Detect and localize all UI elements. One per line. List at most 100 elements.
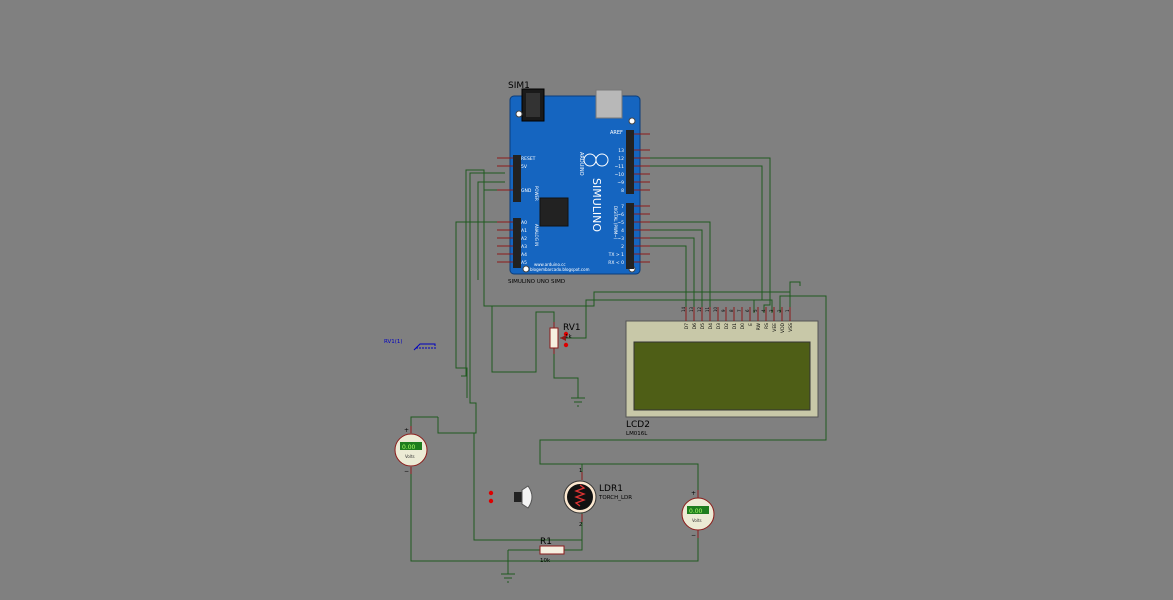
pot-state-dot — [563, 331, 569, 337]
arduino-tag: ARDUINO — [578, 152, 584, 176]
wire-r1-b[interactable] — [564, 540, 583, 551]
lcd-pin-number: 10 — [713, 306, 718, 312]
lcd-pin-label: D6 — [692, 323, 698, 329]
ldr-sensor[interactable]: 1 2 — [563, 468, 597, 528]
lcd-pin-number: 4 — [761, 309, 766, 312]
wire-vee[interactable] — [560, 299, 773, 339]
wire-a0[interactable] — [455, 221, 505, 398]
lcd-pin-label: D4 — [708, 323, 714, 329]
wire-meter1-neg[interactable] — [410, 467, 699, 562]
torch-state-dot — [488, 490, 494, 496]
lcd-pin-label: D5 — [700, 323, 706, 329]
wire-meter2-top[interactable] — [582, 463, 699, 490]
lcd-pin-label: VDD — [780, 322, 786, 333]
lcd-pin-label: RW — [756, 322, 762, 330]
digital-pin-label: 13 — [618, 148, 624, 154]
arduino-logo-icon — [595, 153, 609, 167]
wire-group — [410, 157, 827, 574]
lcd-pin-label: D0 — [740, 323, 746, 329]
resistor-value: 10k — [540, 558, 551, 564]
arduino-logo: SIMULINO — [590, 178, 603, 232]
lcd-pin-label: VSS — [788, 323, 794, 332]
wire-d3-d6[interactable] — [650, 237, 695, 313]
mounting-hole — [515, 110, 523, 118]
potentiometer[interactable] — [549, 322, 569, 354]
pot-state-dot — [563, 342, 569, 348]
lcd-model: LM016L — [626, 431, 648, 437]
voltmeter-reading: 0.00 — [402, 444, 416, 451]
arduino-website-2: blogembarcado.blogspot.com — [530, 267, 590, 272]
voltmeter-minus: − — [404, 468, 409, 475]
lcd-pin-number: 11 — [705, 306, 710, 312]
ground-symbol — [571, 397, 585, 407]
wire-ldr-bottom[interactable] — [473, 433, 583, 541]
header-digital-top — [626, 130, 634, 194]
digital-pin-label: 12 — [618, 156, 624, 162]
analog-pin-label: A4 — [521, 252, 527, 258]
wire-meter1-top[interactable] — [410, 416, 438, 433]
voltmeter-1[interactable]: 0.00 Volts + − — [394, 426, 428, 475]
wire-vdd[interactable] — [539, 295, 827, 474]
voltage-probe[interactable]: RV1(1) — [384, 339, 436, 351]
digital-pin-label: ~5 — [617, 220, 624, 226]
lcd-pin-number: 7 — [737, 309, 742, 312]
wire-gnd-b[interactable] — [461, 169, 485, 377]
digital-pin-label: RX < 0 — [608, 260, 624, 266]
digital-pin-label: 4 — [621, 228, 624, 234]
voltmeter-display — [400, 442, 422, 450]
resistor-ref: R1 — [540, 537, 552, 547]
wire-pot-top[interactable] — [491, 306, 555, 373]
digital-pin-label: ~10 — [615, 172, 625, 178]
lcd-ref: LCD2 — [626, 420, 650, 430]
microcontroller-chip — [539, 197, 569, 227]
wire-d12-rs[interactable] — [650, 157, 771, 313]
wire-d2-d7[interactable] — [650, 245, 687, 313]
usb-connector — [595, 89, 623, 119]
wire-d5-d4[interactable] — [650, 221, 711, 313]
lcd-pin-label: D3 — [716, 323, 722, 329]
lcd-pins[interactable] — [685, 307, 791, 321]
lcd-pin-number: 12 — [697, 306, 702, 312]
mounting-hole — [522, 265, 530, 273]
lcd-pin-number: 8 — [729, 309, 734, 312]
resistor-r1[interactable] — [539, 545, 565, 555]
lcd-pin-number: 2 — [777, 309, 782, 312]
lcd-pin-label: D7 — [684, 323, 690, 329]
pot-value: 1k — [565, 334, 572, 340]
analog-pin-label: A5 — [521, 260, 527, 266]
voltmeter-reading: 0.00 — [689, 508, 703, 515]
lcd-pin-label: VEE — [772, 323, 778, 332]
arduino-board[interactable]: SIMULINO ARDUINO AREF POWER ANALOG IN DI… — [497, 88, 650, 275]
analog-pin-label: A3 — [521, 244, 527, 250]
analog-pin-label: A1 — [521, 228, 527, 234]
pot-ref: RV1 — [563, 323, 581, 333]
ldr-ref: LDR1 — [599, 484, 623, 494]
lcd-pin-label: E — [748, 323, 754, 326]
wire-5v[interactable] — [437, 172, 505, 434]
mounting-hole — [628, 117, 636, 125]
voltmeter-2[interactable]: 0.00 Volts + − — [681, 490, 715, 539]
wire-d11-e[interactable] — [650, 165, 763, 313]
lcd-pin-number: 3 — [769, 309, 774, 312]
lcd-pin-number: 1 — [785, 309, 790, 312]
header-power — [513, 155, 521, 202]
arduino-pins[interactable] — [497, 133, 650, 263]
power-pin-label: 5V — [521, 164, 528, 170]
digital-pin-label: 7 — [621, 204, 624, 210]
wire-gnd-c[interactable] — [477, 181, 505, 280]
lcd-pin-number: 6 — [745, 309, 750, 312]
arduino-power-group: POWER — [534, 186, 539, 201]
torch-icon[interactable] — [488, 485, 533, 509]
digital-pin-label: ~3 — [617, 236, 624, 242]
wire-d4-d5[interactable] — [650, 229, 703, 313]
digital-pin-label: TX > 1 — [608, 252, 624, 258]
analog-pin-label: A0 — [521, 220, 527, 226]
digital-pin-label: 2 — [621, 244, 624, 250]
ldr-pin2: 2 — [579, 522, 582, 528]
wire-pot-bottom[interactable] — [553, 354, 579, 398]
wire-vdd-b[interactable] — [789, 281, 801, 313]
